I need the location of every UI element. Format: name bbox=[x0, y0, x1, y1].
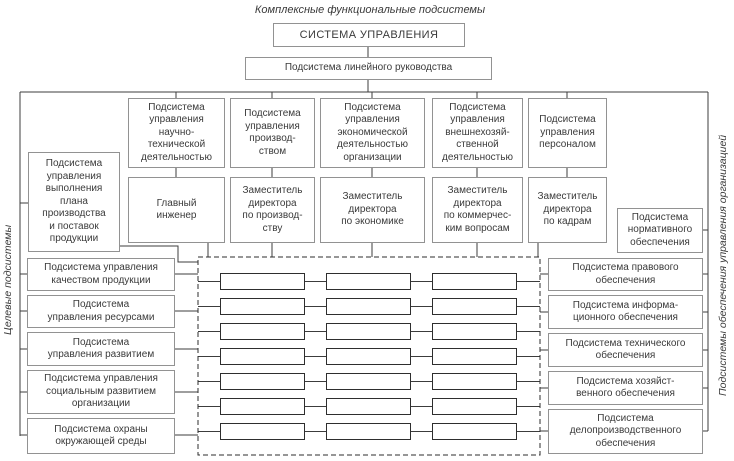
target-subsystem-box: Подсистема управления качеством продукци… bbox=[27, 258, 175, 291]
grid-box bbox=[220, 398, 305, 415]
functional-subsystem-box: Подсистема управления персоналом bbox=[528, 98, 607, 168]
target-subsystem-box: Подсистема охраны окружающей среды bbox=[27, 418, 175, 454]
support-subsystem-box: Подсистема информа- ционного обеспечения bbox=[548, 295, 703, 329]
grid-box bbox=[432, 348, 517, 365]
support-subsystem-box: Подсистема технического обеспечения bbox=[548, 333, 703, 367]
grid-box bbox=[432, 323, 517, 340]
grid-box bbox=[220, 323, 305, 340]
functional-subsystem-box: Подсистема управления производ- ством bbox=[230, 98, 315, 168]
head-box: Главный инженер bbox=[128, 177, 225, 243]
functional-subsystem-box: Подсистема управления научно- техническо… bbox=[128, 98, 225, 168]
grid-box bbox=[220, 373, 305, 390]
linear-management-subsystem-box: Подсистема линейного руководства bbox=[245, 57, 492, 80]
grid-box bbox=[220, 298, 305, 315]
target-subsystem-box: Подсистема управления развитием bbox=[27, 332, 175, 366]
center-grid bbox=[198, 257, 540, 455]
head-box: Заместитель директора по производ- ству bbox=[230, 177, 315, 243]
grid-box bbox=[220, 423, 305, 440]
complex-functional-subsystems-label: Комплексные функциональные подсистемы bbox=[254, 4, 486, 16]
grid-box bbox=[220, 273, 305, 290]
grid-box bbox=[326, 373, 411, 390]
target-subsystem-box: Подсистема управления ресурсами bbox=[27, 295, 175, 328]
support-subsystem-box: Подсистема правового обеспечения bbox=[548, 258, 703, 291]
grid-box bbox=[326, 298, 411, 315]
head-box: Заместитель директора по кадрам bbox=[528, 177, 607, 243]
target-subsystems-bracket-label: Целевые подсистемы bbox=[2, 224, 14, 336]
grid-box bbox=[326, 273, 411, 290]
management-system-box: СИСТЕМА УПРАВЛЕНИЯ bbox=[273, 23, 465, 47]
functional-subsystem-box: Подсистема управления экономической деят… bbox=[320, 98, 425, 168]
grid-box bbox=[326, 423, 411, 440]
support-subsystem-box: Подсистема нормативного обеспечения bbox=[617, 208, 703, 253]
grid-box bbox=[326, 398, 411, 415]
grid-box bbox=[432, 273, 517, 290]
head-box: Заместитель директора по коммерчес- ким … bbox=[432, 177, 523, 243]
grid-box bbox=[432, 423, 517, 440]
functional-subsystem-box: Подсистема управления внешнехозяй- ствен… bbox=[432, 98, 523, 168]
support-subsystems-bracket-label: Подсистемы обеспечения управления органи… bbox=[717, 134, 729, 396]
target-subsystem-box: Подсистема управления социальным развити… bbox=[27, 370, 175, 414]
grid-box bbox=[432, 373, 517, 390]
grid-box bbox=[432, 398, 517, 415]
grid-box bbox=[220, 348, 305, 365]
support-subsystem-box: Подсистема хозяйст- венного обеспечения bbox=[548, 371, 703, 405]
grid-box bbox=[432, 298, 517, 315]
grid-box bbox=[326, 348, 411, 365]
support-subsystem-box: Подсистема делопроизводственного обеспеч… bbox=[548, 409, 703, 454]
grid-box bbox=[326, 323, 411, 340]
head-box: Заместитель директора по экономике bbox=[320, 177, 425, 243]
plan-fulfilment-subsystem-box: Подсистема управления выполнения плана п… bbox=[28, 152, 120, 252]
